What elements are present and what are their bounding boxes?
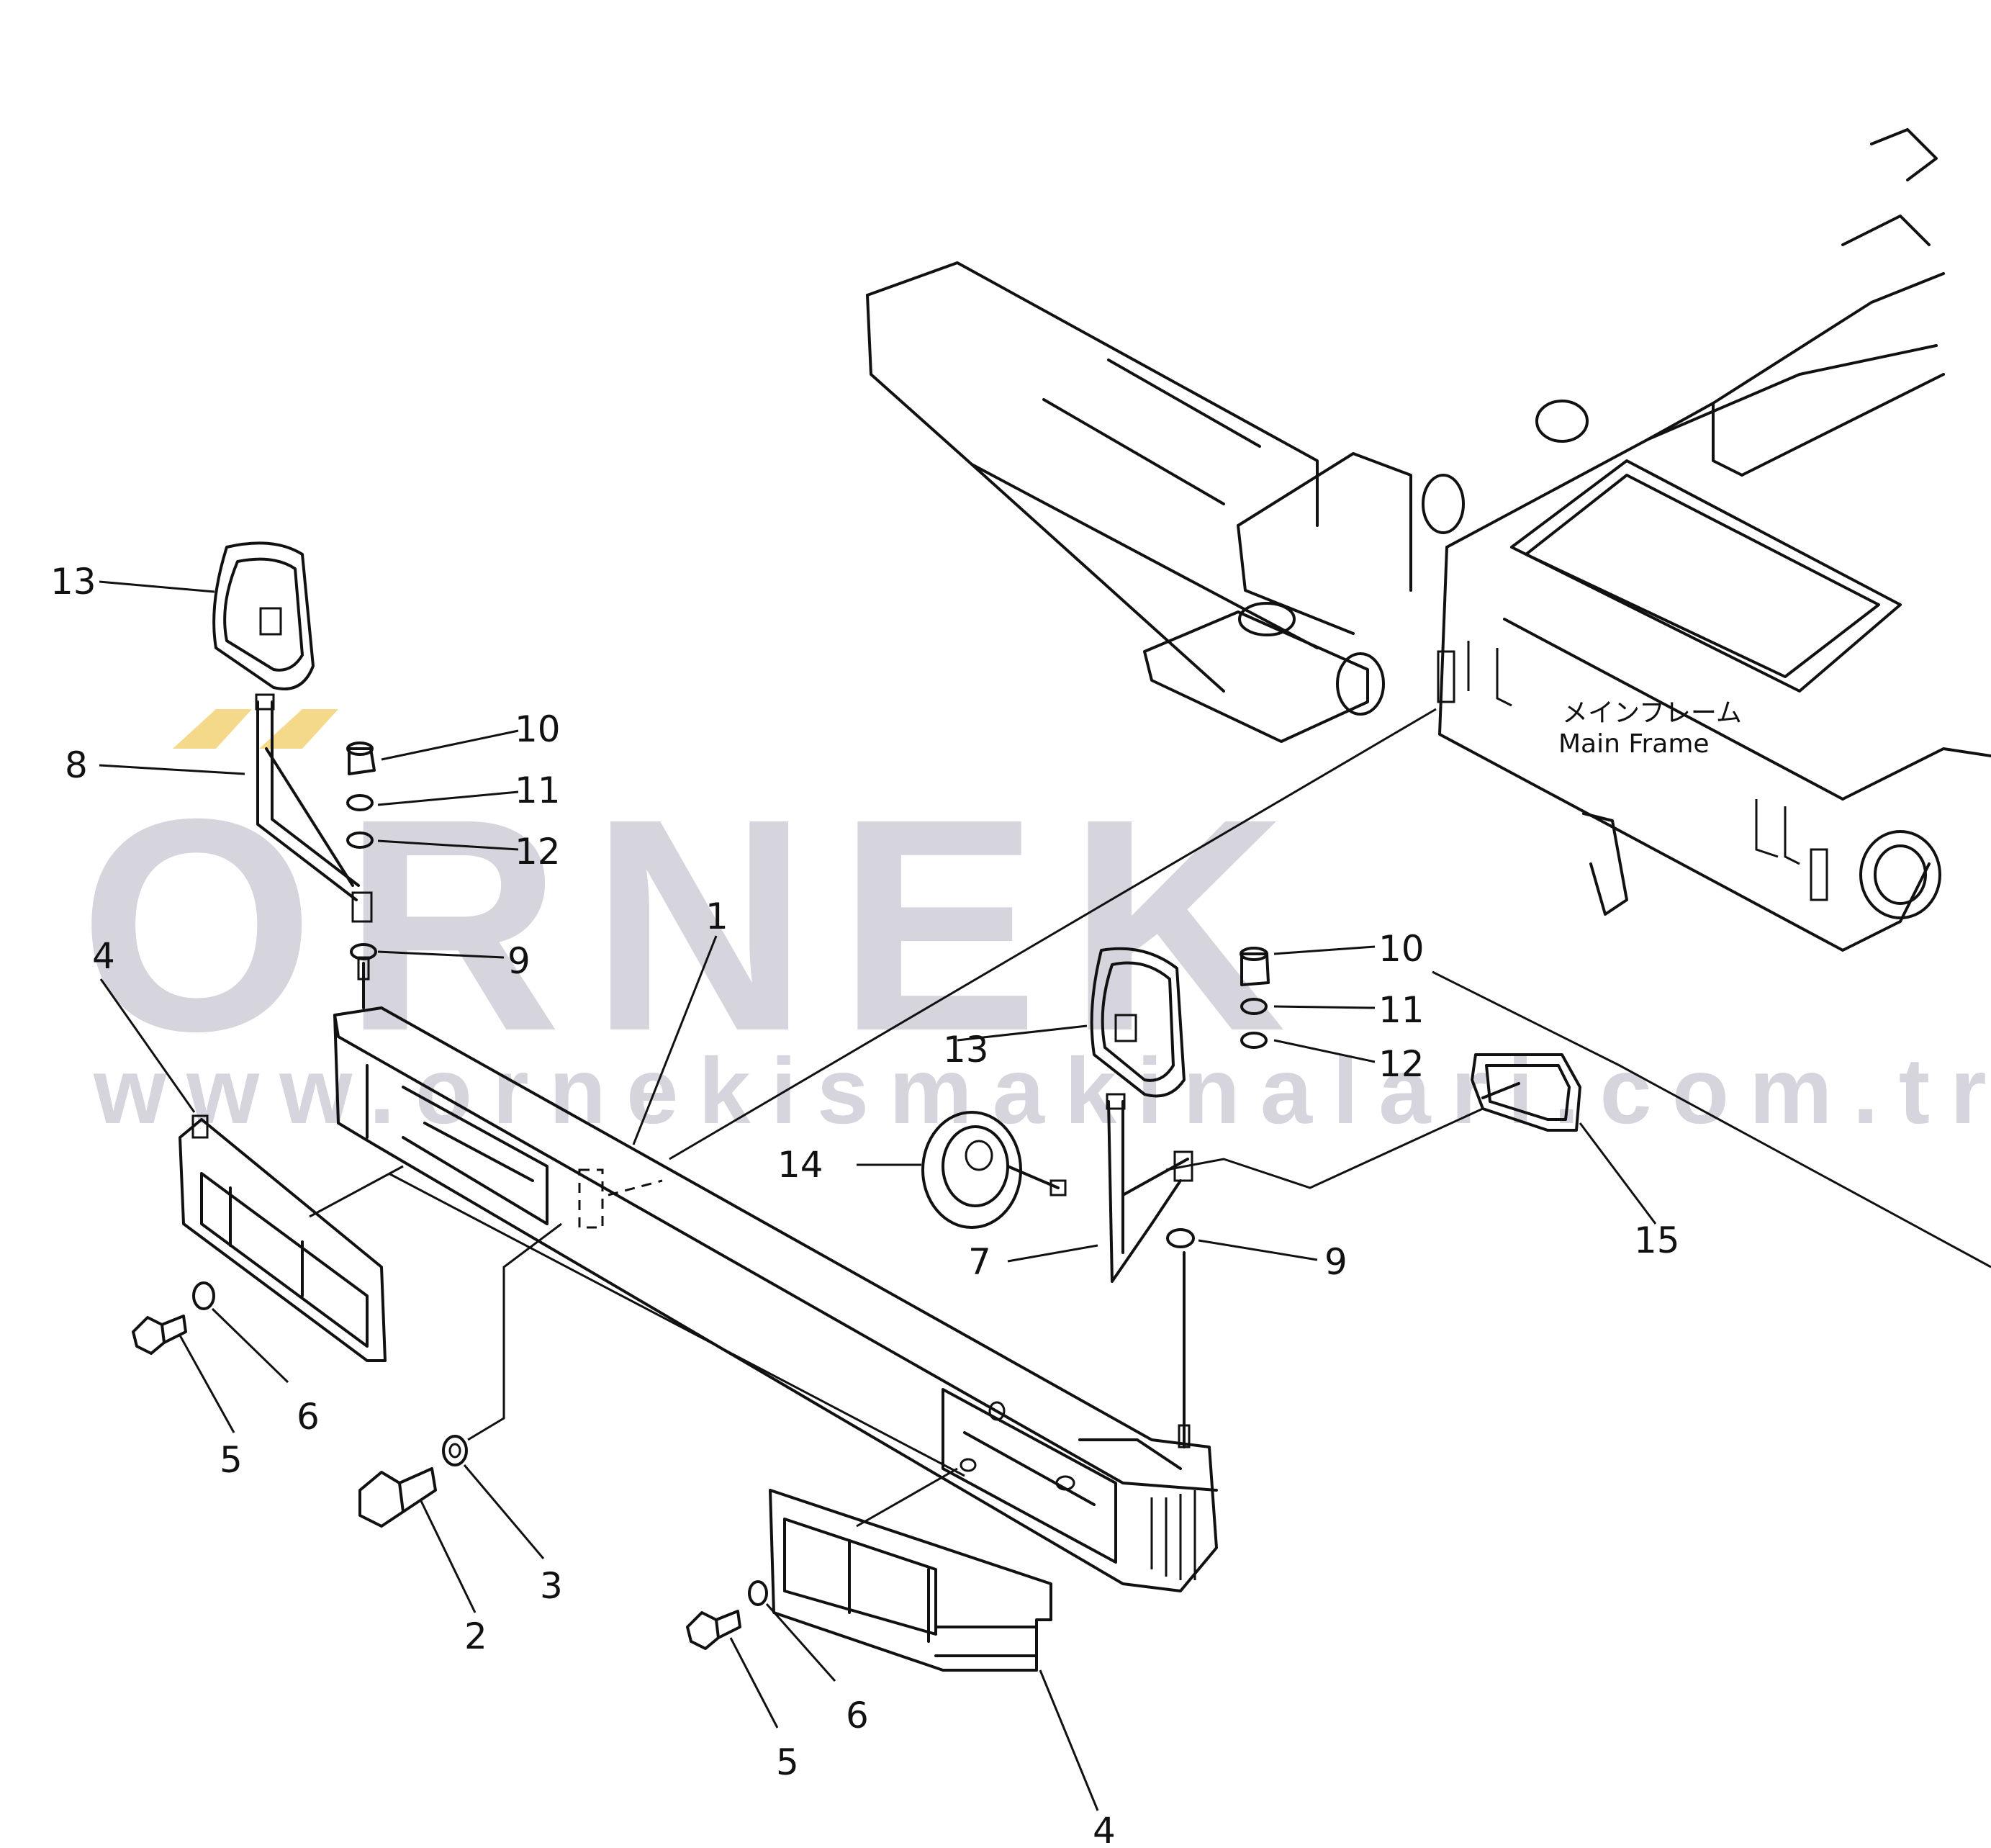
callout-9-left: 9 (507, 940, 531, 982)
main-frame-label-japanese: メインフレーム (1562, 698, 1742, 728)
callout-10-right: 10 (1378, 928, 1425, 970)
washer-3 (442, 1435, 468, 1466)
callout-11-left: 11 (515, 770, 561, 811)
callout-15: 15 (1634, 1220, 1680, 1261)
lamp-guard-right (769, 1489, 1052, 1672)
watermark-accent-left (173, 709, 252, 749)
callout-labels: 13 10 8 11 12 1 4 9 10 11 13 12 14 7 9 1… (50, 561, 1680, 1848)
bolt-5-left (132, 1315, 187, 1355)
callout-8: 8 (65, 744, 88, 786)
bolt-5-right (686, 1610, 741, 1650)
callout-6-right: 6 (846, 1695, 869, 1736)
callout-6-left: 6 (297, 1396, 320, 1438)
fastener-stack-left (346, 742, 377, 1006)
callout-13-right: 13 (943, 1029, 989, 1071)
watermark-accent-right (259, 709, 338, 749)
callout-4-right: 4 (1093, 1810, 1116, 1848)
washer-6-right (748, 1580, 768, 1606)
callout-3: 3 (540, 1565, 563, 1607)
callout-1: 1 (705, 896, 728, 937)
work-lamp (1471, 1053, 1581, 1132)
callout-10-left: 10 (515, 708, 561, 750)
mirror-stay-right (1106, 1093, 1193, 1283)
callout-5-right: 5 (776, 1741, 799, 1783)
callout-12-right: 12 (1378, 1043, 1425, 1085)
callout-9-right: 9 (1324, 1241, 1347, 1283)
callout-4-left: 4 (92, 935, 115, 977)
mirror-stay-left (255, 693, 373, 923)
mirror-right (1090, 947, 1186, 1098)
leader-lines (99, 580, 1991, 1811)
callout-11-right: 11 (1378, 989, 1425, 1031)
main-frame-label-english: Main Frame (1558, 729, 1710, 759)
horn (921, 1111, 1067, 1229)
watermark-brand: ORNEK (79, 757, 1315, 1094)
callout-14: 14 (777, 1144, 823, 1186)
callout-13-left: 13 (50, 561, 96, 603)
callout-5-left: 5 (220, 1439, 243, 1481)
watermark-url: www.ornekismakinalari.com.tr (93, 1038, 1991, 1143)
callout-7: 7 (968, 1241, 991, 1283)
mirror-left (212, 541, 315, 690)
main-frame-drawing: メインフレーム Main Frame (866, 128, 1991, 952)
fastener-stack-right (1166, 947, 1270, 1427)
callout-12-left: 12 (515, 831, 561, 873)
lamp-guard-left (179, 1114, 387, 1362)
callout-2: 2 (464, 1615, 487, 1657)
front-bumper (333, 956, 1218, 1592)
washer-6-left (192, 1281, 215, 1310)
bolt-2 (358, 1467, 437, 1528)
